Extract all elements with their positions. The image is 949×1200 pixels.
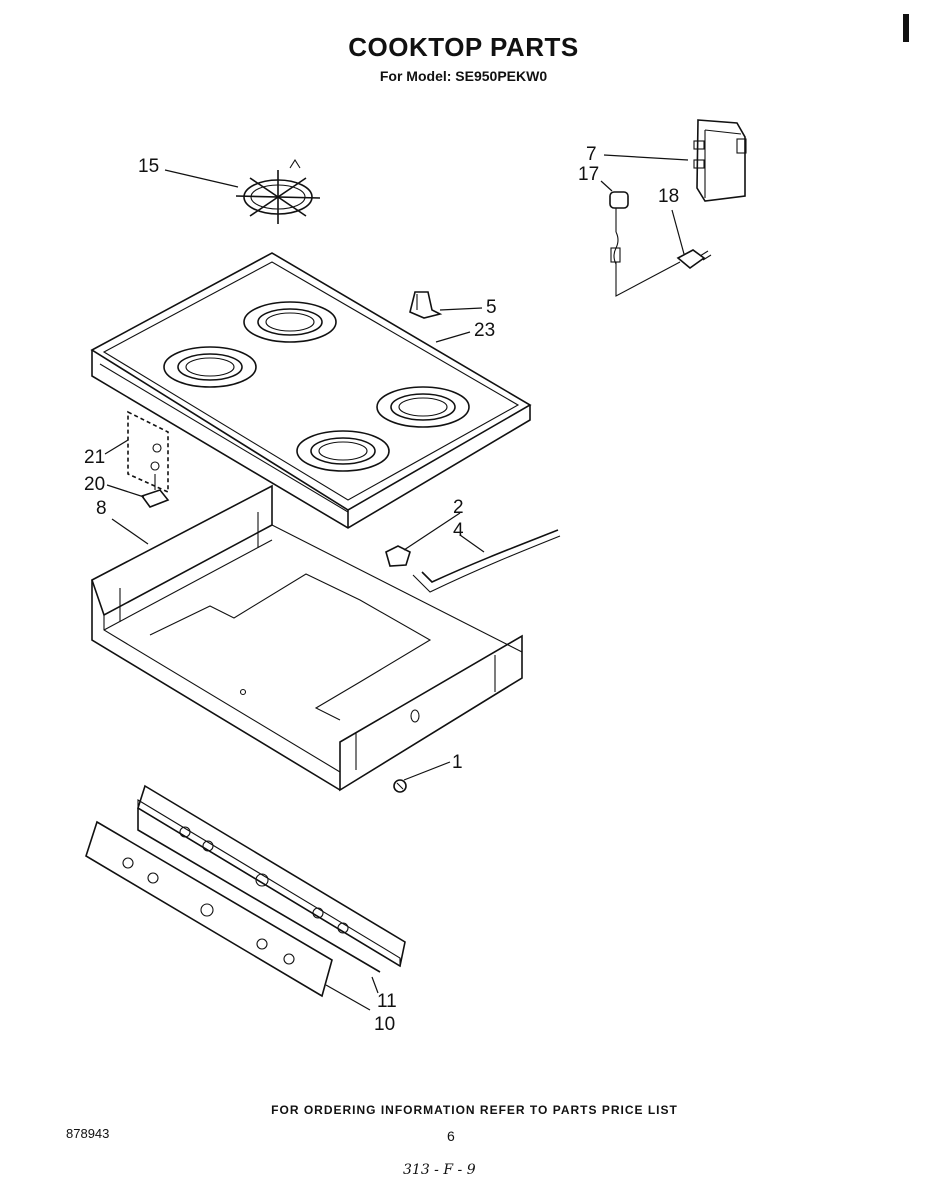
model-subtitle: For Model: SE950PEKW0 [379, 68, 548, 84]
callout-20: 20 [84, 474, 105, 495]
callout-8: 8 [96, 498, 107, 519]
page-title: COOKTOP PARTS [348, 32, 579, 62]
handwritten-code: 313 - F - 9 [403, 1162, 476, 1178]
control-panel-part [137, 784, 406, 973]
igniter-bracket-part [127, 410, 169, 494]
callout-17: 17 [578, 164, 599, 185]
power-cord-plug-part [676, 249, 712, 270]
callout-5: 5 [486, 297, 497, 318]
igniter-part [140, 474, 170, 508]
screw-part [393, 779, 407, 793]
callout-4: 4 [453, 520, 464, 541]
burner-box-part [91, 484, 523, 792]
callout-23: 23 [474, 320, 495, 341]
gas-tube-part [412, 529, 561, 593]
document-number: 878943 [66, 1126, 110, 1141]
callout-15: 15 [138, 156, 159, 177]
wire-clip-part [609, 191, 681, 297]
page-number: 6 [447, 1128, 455, 1144]
bracket-part [409, 291, 443, 319]
callout-18: 18 [658, 186, 679, 207]
callout-2: 2 [453, 497, 464, 518]
ordering-note: FOR ORDERING INFORMATION REFER TO PARTS … [271, 1103, 678, 1117]
callout-7: 7 [586, 144, 597, 165]
burner-grate-part [235, 158, 321, 224]
leader-lines [104, 154, 689, 1011]
callout-11: 11 [377, 991, 397, 1012]
valve-clip-part [385, 545, 411, 567]
ignition-module-part [693, 119, 747, 202]
callout-1: 1 [452, 752, 463, 773]
panel-overlay-part [85, 820, 333, 998]
cooktop-top-part [90, 252, 532, 529]
callout-21: 21 [84, 447, 105, 468]
corner-mark [903, 14, 909, 42]
callout-10: 10 [374, 1014, 395, 1035]
